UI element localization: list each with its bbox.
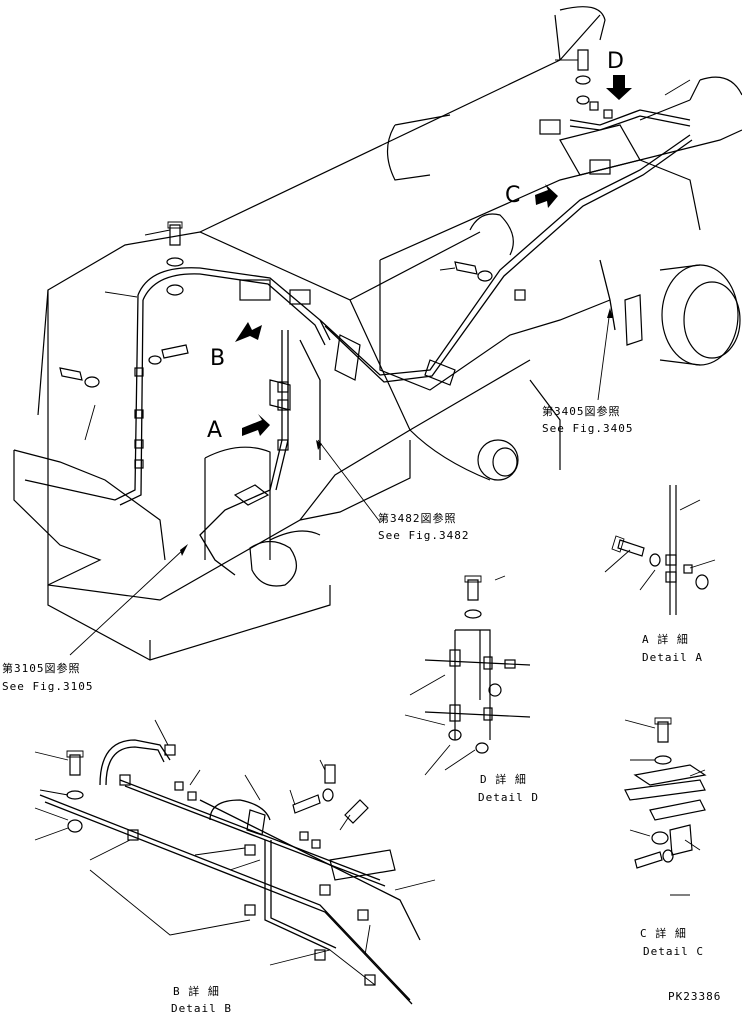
view-label-b: B (210, 346, 225, 371)
bolt-icon (167, 221, 183, 246)
detail-c-title-jp: C 詳 細 (640, 926, 687, 940)
bolt-icon (161, 344, 189, 359)
detail-b-title-en: Detail B (171, 1002, 232, 1013)
bolt-icon (464, 575, 482, 601)
fittings (59, 49, 643, 506)
view-arrow-d (606, 75, 632, 100)
detail-c-drawing (624, 717, 707, 896)
detail-d-title-en: Detail D (478, 791, 539, 804)
bolt-icon (654, 717, 672, 743)
bolt-icon (577, 49, 589, 71)
bolt-icon (634, 851, 663, 869)
view-arrow-a (242, 414, 270, 436)
detail-a-title-en: Detail A (642, 651, 703, 664)
view-arrow-b (235, 322, 262, 342)
view-arrow-c (535, 184, 558, 208)
ref-fig3405-jp: 第3405図参照 (542, 404, 621, 418)
ref-fig3105-en: See Fig.3105 (2, 680, 93, 693)
detail-b-title-jp: B 詳 細 (173, 984, 220, 998)
bolt-icon (66, 750, 84, 776)
bolt-icon (454, 261, 478, 275)
hose-routing (24, 109, 693, 576)
view-label-d: D (607, 49, 624, 74)
detail-a-title-jp: A 詳 細 (642, 632, 689, 646)
detail-a-drawing (604, 485, 716, 615)
bolt-icon (611, 535, 645, 557)
part-code: PK23386 (668, 990, 721, 1003)
view-arrows (235, 75, 632, 436)
machine-frame (13, 6, 742, 661)
ref-fig3405-en: See Fig.3405 (542, 422, 633, 435)
ref-fig3105-jp: 第3105図参照 (2, 661, 81, 675)
detail-d-drawing (404, 575, 531, 776)
detail-b-drawing (34, 719, 436, 1005)
ref-fig3482-jp: 第3482図参照 (378, 511, 457, 525)
view-label-c: C (505, 183, 520, 208)
bolt-icon (292, 794, 321, 814)
view-label-a: A (207, 418, 222, 443)
bolt-icon (59, 367, 83, 381)
reference-leaders (69, 59, 691, 656)
detail-c-title-en: Detail C (643, 945, 704, 958)
detail-d-title-jp: D 詳 細 (480, 772, 527, 786)
ref-fig3482-en: See Fig.3482 (378, 529, 469, 542)
